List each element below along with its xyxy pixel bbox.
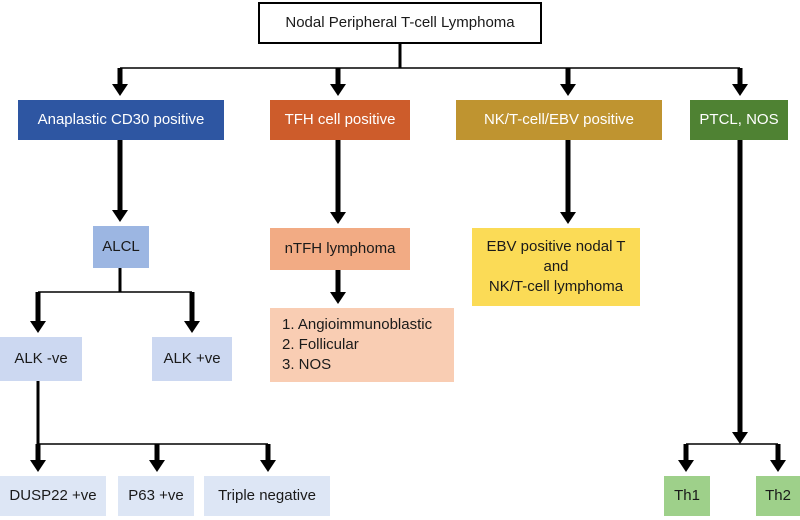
arrow-to-th2-arrowhead	[770, 460, 786, 472]
dusp22-node: DUSP22 +ve	[0, 476, 106, 516]
ntfh-label: nTFH lymphoma	[284, 240, 396, 257]
arrow-to-alk-pos-arrowhead	[184, 321, 200, 333]
ntfh-list-item-2: 2. Follicular	[282, 336, 359, 353]
arrow-to-th1-arrowhead	[678, 460, 694, 472]
ebv-label-line1: EBV positive nodal T	[486, 238, 626, 255]
nk-ebv-label: NK/T-cell/EBV positive	[483, 111, 635, 128]
ebv-node: EBV positive nodal T and NK/T-cell lymph…	[472, 228, 640, 306]
alk-neg-node: ALK -ve	[0, 337, 82, 381]
tfh-node: TFH cell positive	[270, 100, 410, 140]
arrow-to-ntfh-list-arrowhead	[330, 292, 346, 304]
ntfh-node: nTFH lymphoma	[270, 228, 410, 270]
arrow-to-ebv-arrowhead	[560, 212, 576, 224]
arrow-to-anaplastic-arrowhead	[112, 84, 128, 96]
arrow-to-dusp22-arrowhead	[30, 460, 46, 472]
ntfh-list-item-3: 3. NOS	[282, 356, 332, 373]
th1-node: Th1	[664, 476, 710, 516]
ntfh-list-item-1: 1. Angioimmunoblastic	[282, 316, 433, 333]
arrow-to-ntfh-arrowhead	[330, 212, 346, 224]
arrow-to-alk-neg-arrowhead	[30, 321, 46, 333]
alk-pos-node: ALK +ve	[152, 337, 232, 381]
th2-node: Th2	[756, 476, 800, 516]
arrow-to-nk-ebv-arrowhead	[560, 84, 576, 96]
p63-node: P63 +ve	[118, 476, 194, 516]
alk-neg-label: ALK -ve	[14, 350, 68, 367]
th1-label: Th1	[674, 487, 700, 504]
dusp22-label: DUSP22 +ve	[9, 487, 97, 504]
anaplastic-label: Anaplastic CD30 positive	[37, 111, 205, 128]
root-node: Nodal Peripheral T-cell Lymphoma	[258, 2, 542, 44]
tfh-label: TFH cell positive	[284, 111, 396, 128]
arrow-to-tfh-arrowhead	[330, 84, 346, 96]
arrow-to-alcl-arrowhead	[112, 210, 128, 222]
root-label: Nodal Peripheral T-cell Lymphoma	[285, 14, 515, 31]
ptcl-node: PTCL, NOS	[690, 100, 788, 140]
alk-pos-label: ALK +ve	[163, 350, 221, 367]
arrow-to-ptcl-arrowhead	[732, 84, 748, 96]
anaplastic-node: Anaplastic CD30 positive	[18, 100, 224, 140]
triple-neg-label: Triple negative	[218, 487, 316, 504]
alcl-label: ALCL	[102, 238, 140, 255]
th2-label: Th2	[765, 487, 791, 504]
p63-label: P63 +ve	[128, 487, 184, 504]
arrow-to-ptcl-split-arrowhead	[732, 432, 748, 444]
alcl-node: ALCL	[93, 226, 149, 268]
triple-neg-node: Triple negative	[204, 476, 330, 516]
ebv-label-line3: NK/T-cell lymphoma	[488, 278, 624, 295]
nk-ebv-node: NK/T-cell/EBV positive	[456, 100, 662, 140]
arrow-to-triple-neg-arrowhead	[260, 460, 276, 472]
ntfh-list-node: 1. Angioimmunoblastic 2. Follicular 3. N…	[270, 308, 454, 382]
ptcl-label: PTCL, NOS	[699, 111, 779, 128]
ebv-label-line2: and	[543, 258, 569, 275]
arrow-to-p63-arrowhead	[149, 460, 165, 472]
